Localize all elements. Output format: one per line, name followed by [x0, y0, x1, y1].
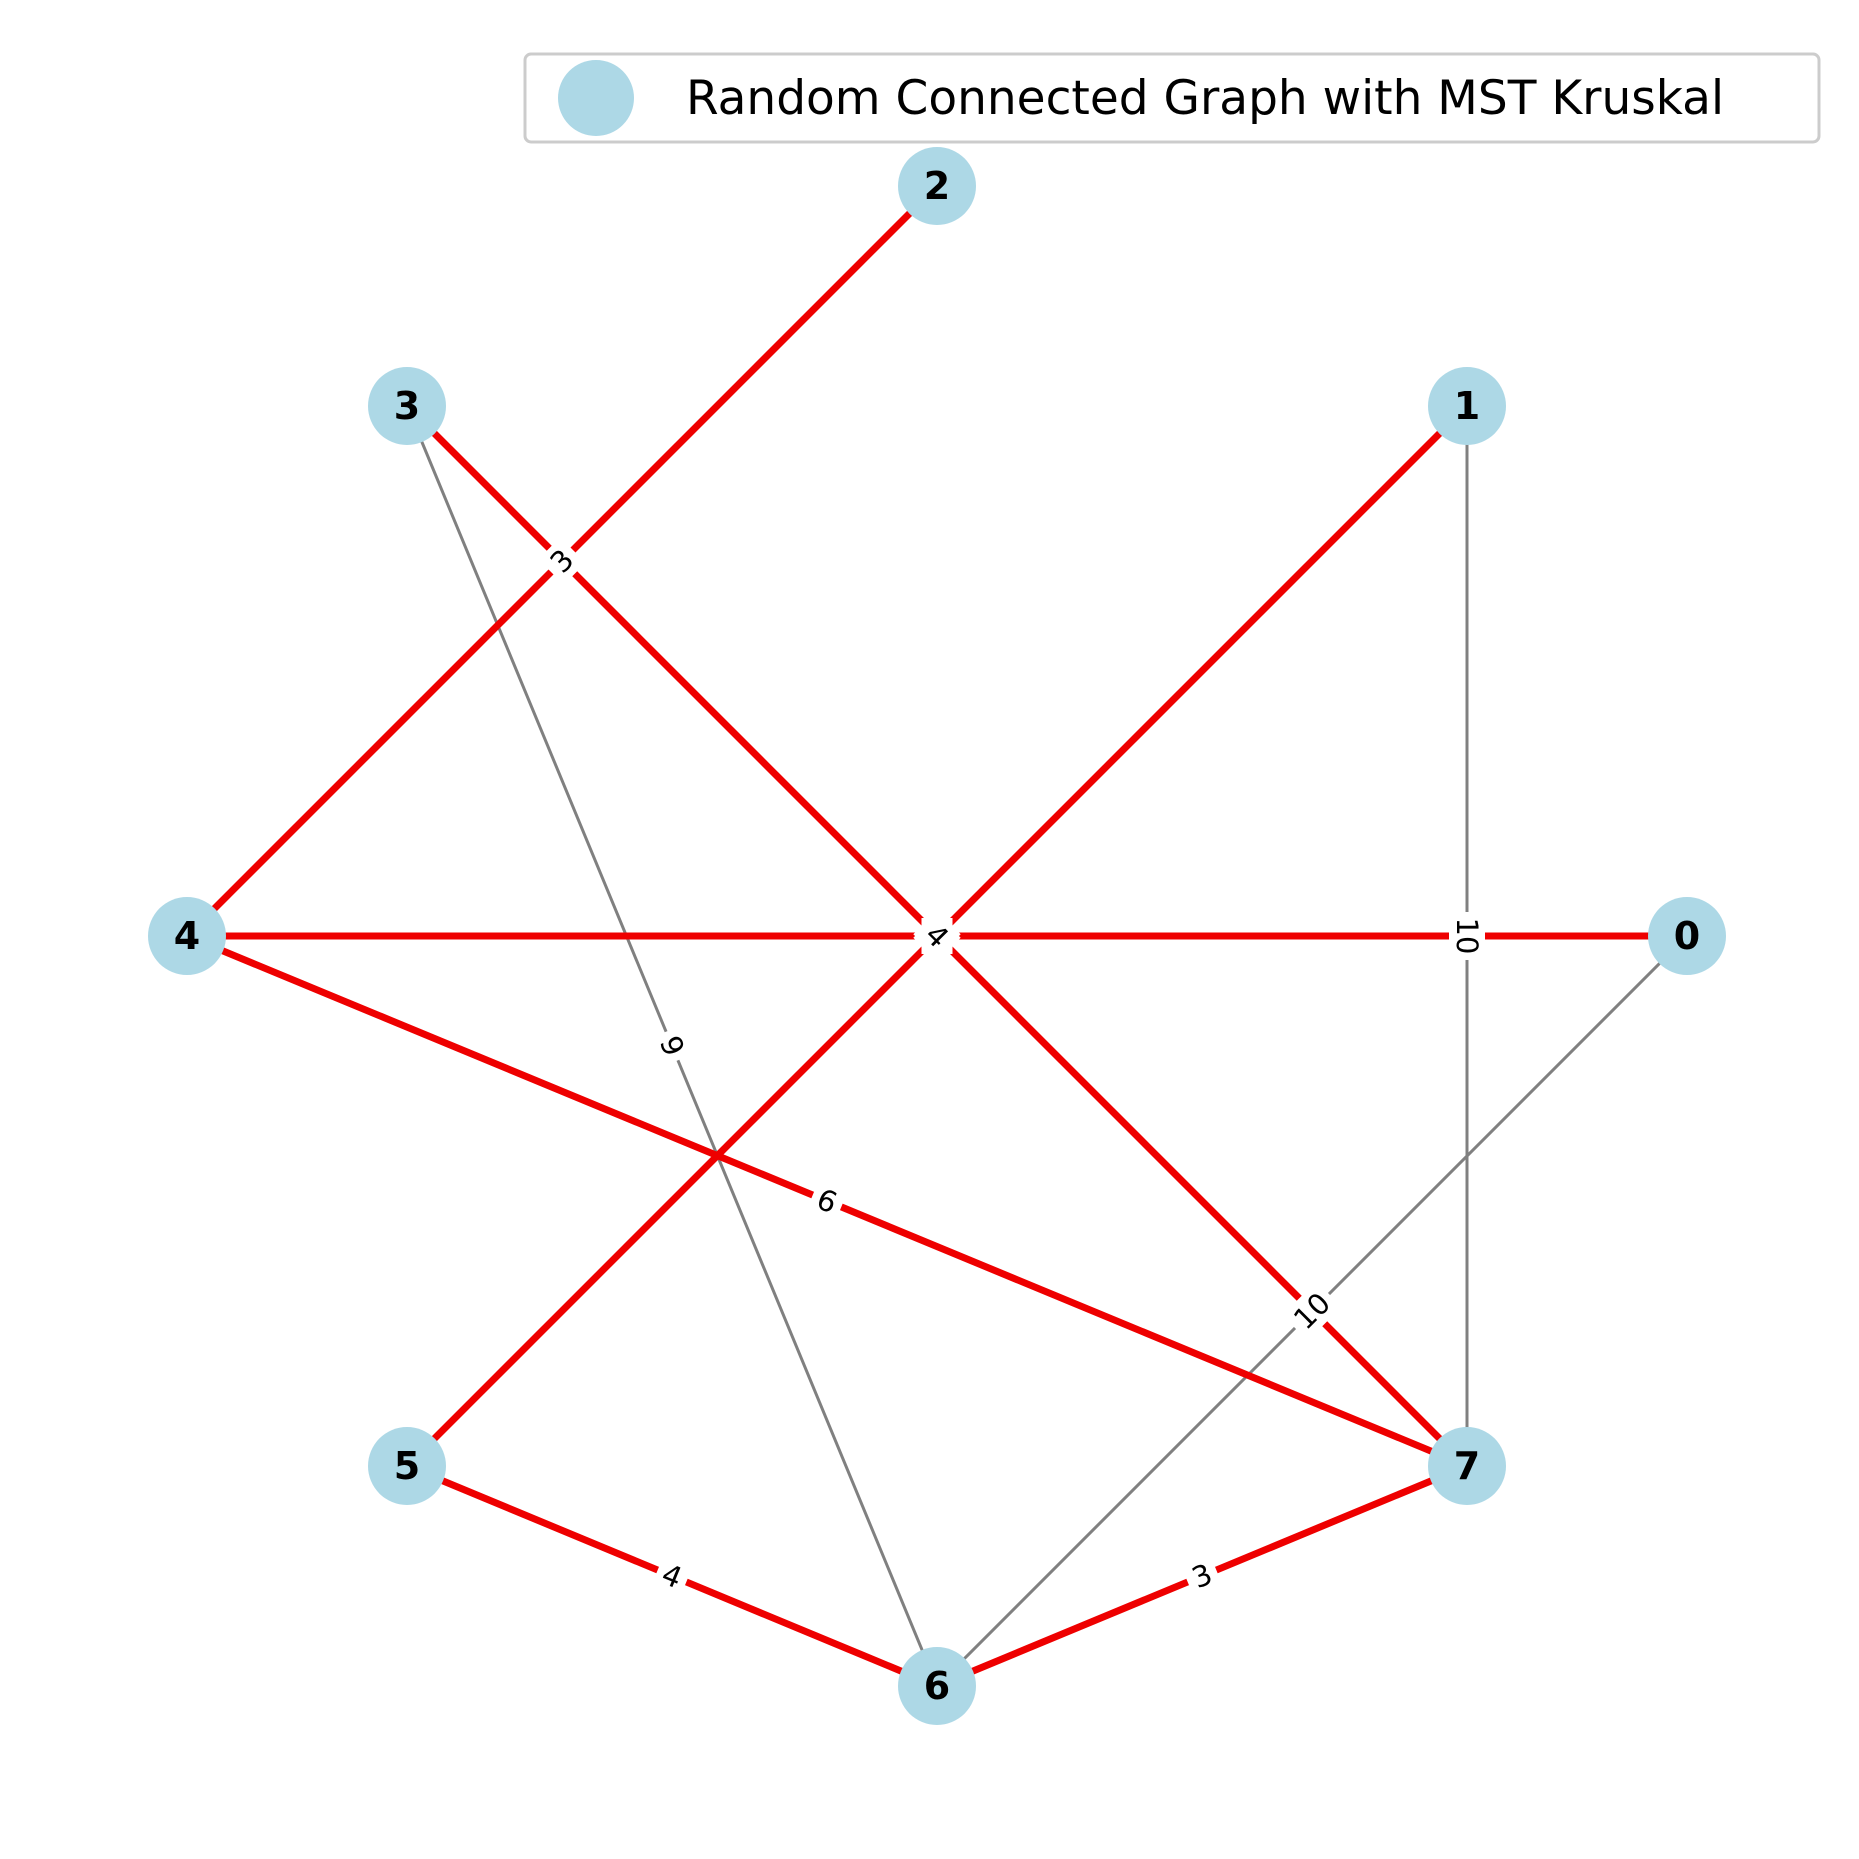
node-6: 6 — [898, 1647, 976, 1725]
node-0: 0 — [1648, 897, 1726, 975]
node-circle — [148, 897, 226, 975]
edge-label-0-6: 10 — [1282, 1281, 1342, 1341]
edge-label-background — [805, 1178, 849, 1224]
edge-label-background — [650, 1553, 694, 1599]
edge-label-background — [1180, 1553, 1224, 1599]
node-label: 2 — [924, 164, 950, 208]
node-label: 6 — [924, 1664, 950, 1708]
node-2: 2 — [898, 147, 976, 225]
edge-label-background — [649, 1024, 695, 1068]
node-label: 0 — [1674, 914, 1700, 958]
edge-label-background — [538, 537, 586, 585]
legend-label: Random Connected Graph with MST Kruskal — [686, 71, 1724, 126]
edge-label-3-6: 9 — [649, 1024, 695, 1068]
node-7: 7 — [1428, 1427, 1506, 1505]
legend-marker — [558, 60, 634, 136]
nodes-layer: 0 1 2 3 4 5 6 7 — [148, 147, 1726, 1725]
edge-label-background — [1449, 912, 1485, 960]
node-label: 7 — [1454, 1444, 1480, 1488]
edge-weight-text: 10 — [1450, 918, 1484, 955]
node-circle — [368, 367, 446, 445]
legend-frame — [523, 52, 1821, 144]
node-4: 4 — [148, 897, 226, 975]
node-label: 1 — [1454, 384, 1480, 428]
legend: Random Connected Graph with MST Kruskal — [523, 52, 1821, 144]
edge-label-4-7: 6 — [805, 1178, 849, 1224]
edge-label-background — [1282, 1281, 1342, 1341]
node-label: 4 — [174, 914, 200, 958]
node-circle — [1648, 897, 1726, 975]
edge-label-1-7: 10 — [1449, 912, 1485, 960]
node-label: 3 — [394, 384, 420, 428]
node-1: 1 — [1428, 367, 1506, 445]
node-label: 5 — [394, 1444, 420, 1488]
edge-label-5-6: 4 — [650, 1553, 694, 1599]
node-circle — [898, 147, 976, 225]
node-3: 3 — [368, 367, 446, 445]
node-circle — [368, 1427, 446, 1505]
edge-label-6-7: 3 — [1180, 1553, 1224, 1599]
node-circle — [1428, 367, 1506, 445]
node-circle — [1428, 1427, 1506, 1505]
node-5: 5 — [368, 1427, 446, 1505]
edge-labels-layer: 510510394643 — [538, 537, 1485, 1599]
node-circle — [898, 1647, 976, 1725]
edge-label-background — [913, 912, 961, 960]
